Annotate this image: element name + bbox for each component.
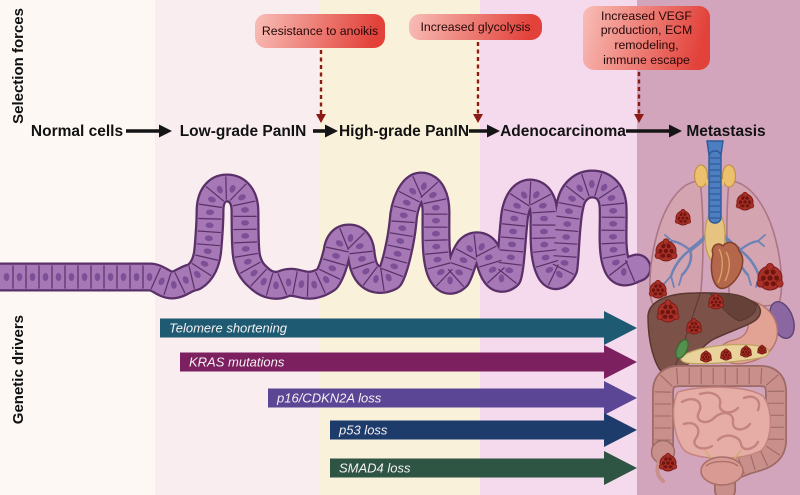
- selection-force-box-0: Resistance to anoikis: [255, 14, 385, 48]
- svg-text:KRAS mutations: KRAS mutations: [189, 355, 285, 370]
- genetic-drivers-axis-label: Genetic drivers: [10, 315, 27, 425]
- svg-text:Telomere shortening: Telomere shortening: [169, 321, 288, 336]
- stage-label-0: Normal cells: [30, 123, 124, 140]
- svg-text:SMAD4 loss: SMAD4 loss: [339, 461, 411, 476]
- svg-text:p16/CDKN2A loss: p16/CDKN2A loss: [276, 391, 382, 406]
- stage-band-0: [0, 0, 155, 495]
- epithelium-illustration: [0, 169, 652, 300]
- stage-label-1: Low-grade PanIN: [179, 123, 307, 140]
- stage-label-2: High-grade PanIN: [338, 123, 470, 140]
- stage-label-3: Adenocarcinoma: [500, 123, 626, 140]
- stage-label-4: Metastasis: [686, 123, 766, 140]
- selection-forces-axis-label: Selection forces: [10, 8, 27, 124]
- selection-force-box-1: Increased glycolysis: [409, 14, 542, 40]
- stage-progression-arrows: [126, 124, 682, 138]
- human-body-metastasis-illustration: [647, 140, 795, 495]
- selection-force-arrows: [316, 42, 644, 123]
- svg-text:p53 loss: p53 loss: [338, 423, 388, 438]
